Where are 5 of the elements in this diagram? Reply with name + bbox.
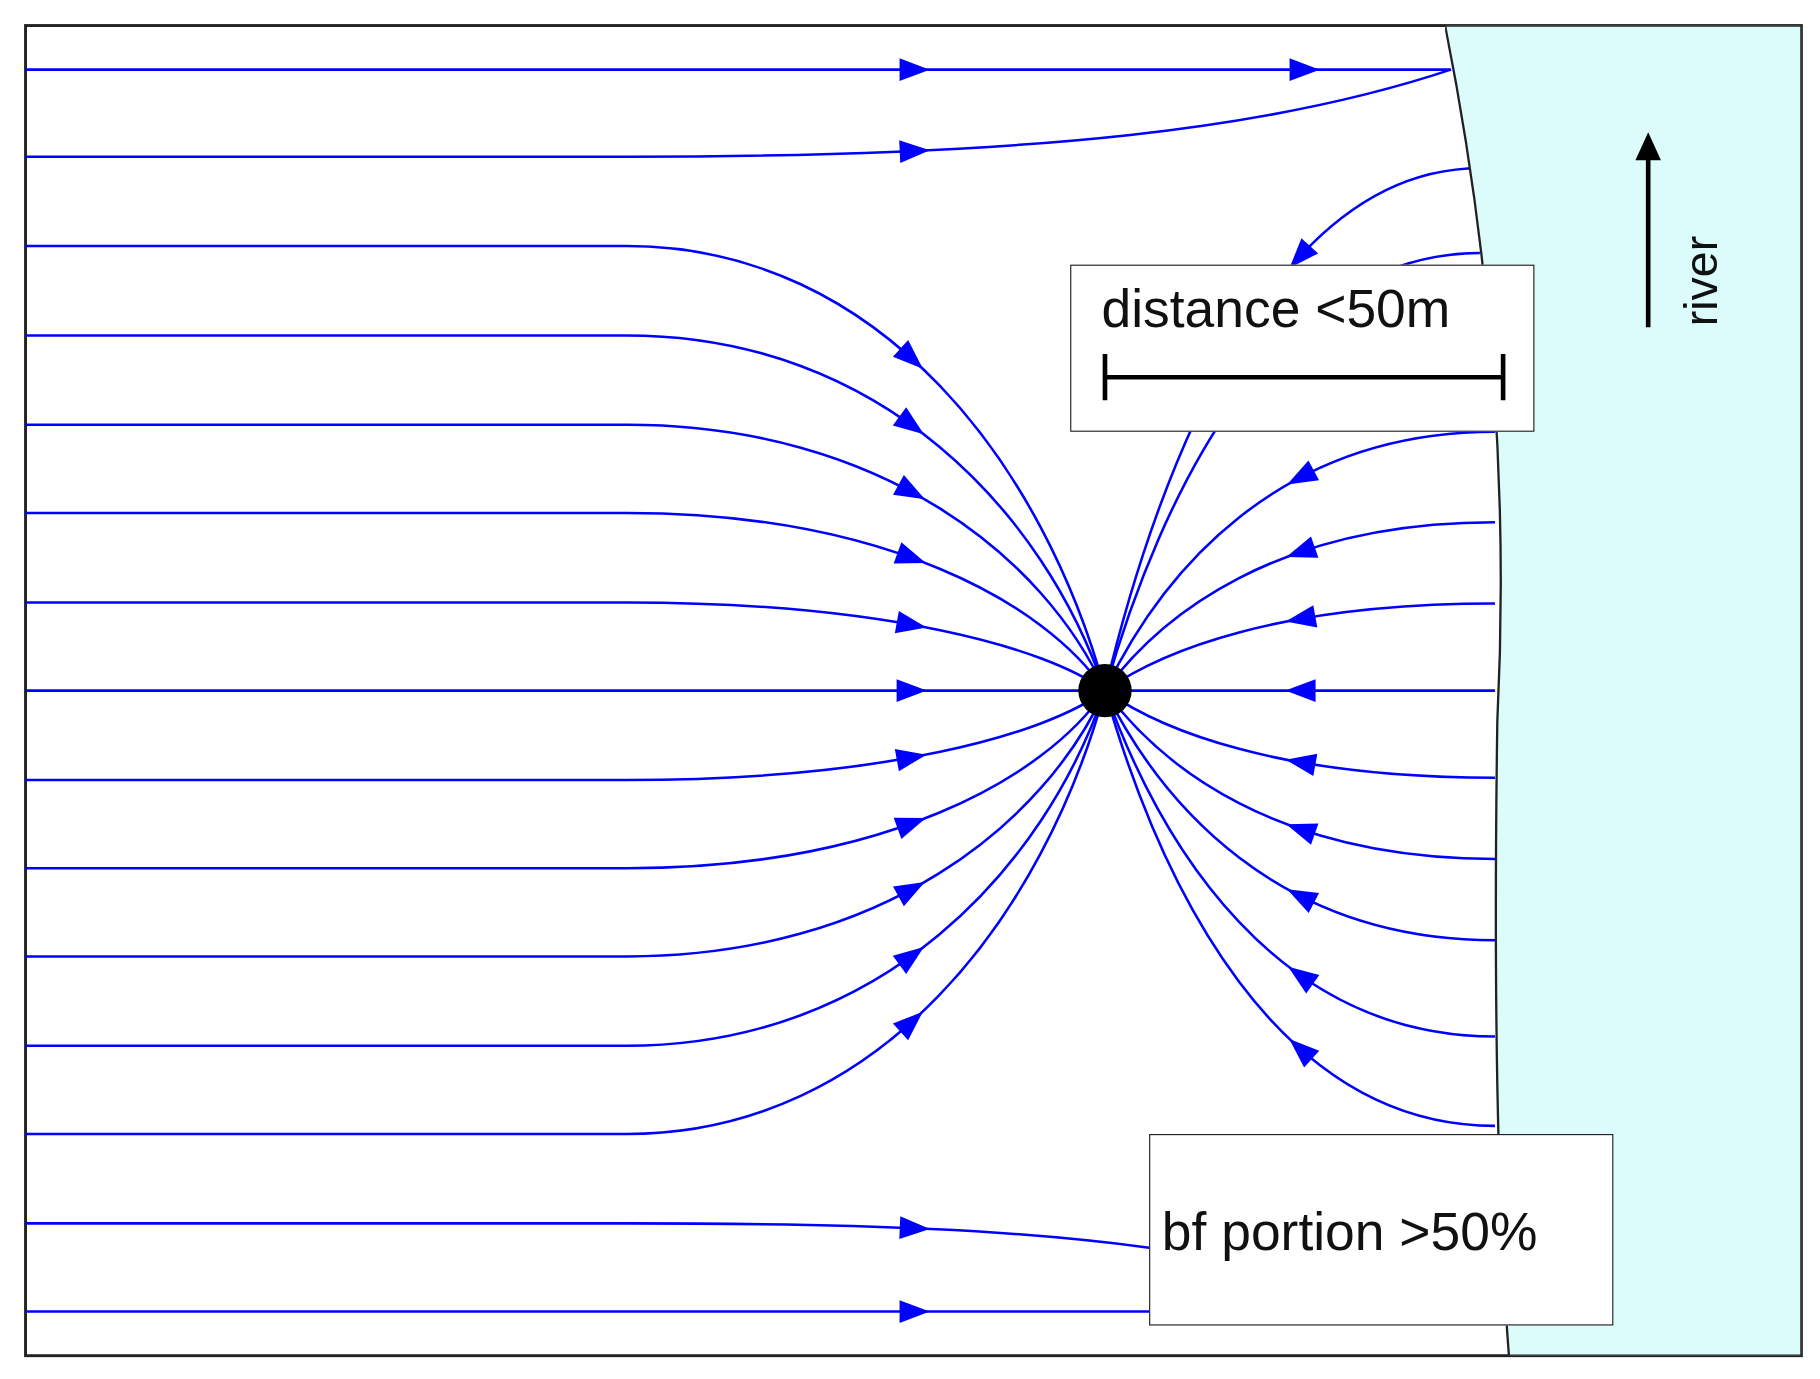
river-label: river: [1674, 235, 1727, 327]
distance-label: distance <50m: [1101, 277, 1451, 341]
label-box: [1070, 264, 1535, 432]
portion-label: bf portion >50%: [1161, 1200, 1538, 1263]
label-box: [1149, 1134, 1614, 1326]
